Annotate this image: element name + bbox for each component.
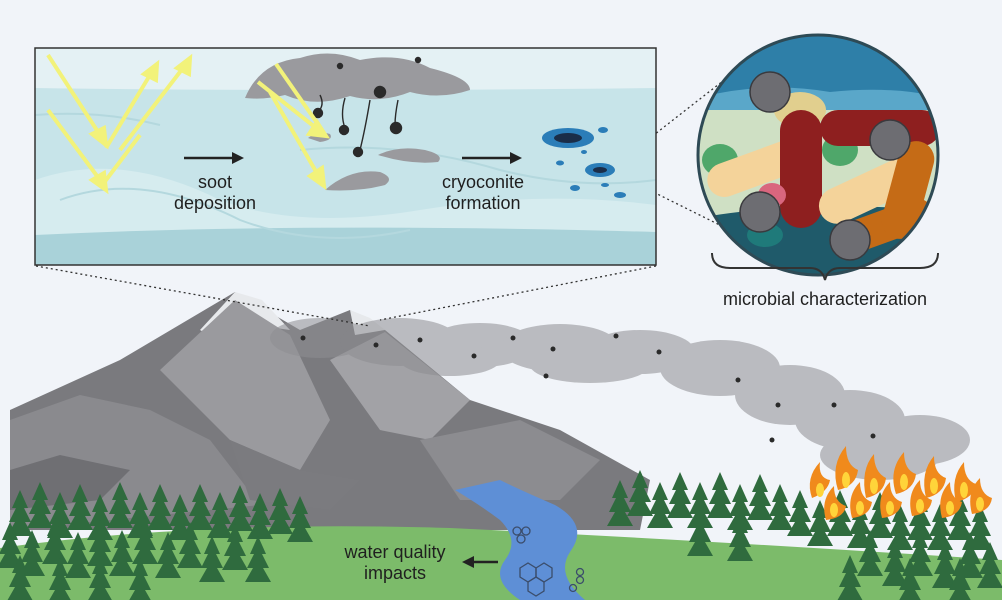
- soot-particles: [300, 333, 876, 443]
- microbial-characterization-label: microbial characterization: [722, 289, 928, 309]
- cryo-label-line2: formation: [445, 193, 521, 213]
- falling-soot: [312, 56, 422, 158]
- cryo-label-line1: cryoconite: [441, 172, 525, 192]
- cryoconite-formation-label: cryoconite formation: [418, 172, 548, 214]
- water-label-line2: impacts: [363, 563, 426, 583]
- mountains: [10, 292, 650, 530]
- water-quality-arrow: [462, 556, 498, 568]
- brace: [711, 252, 939, 281]
- connector-lines: [35, 69, 771, 327]
- water-label-line1: water quality: [344, 542, 446, 562]
- process-arrows: [184, 152, 522, 164]
- soot-deposition-label: soot deposition: [160, 172, 270, 214]
- soot-label-line2: deposition: [173, 193, 257, 213]
- fire: [809, 446, 992, 520]
- water-quality-label: water quality impacts: [330, 542, 460, 584]
- pah-molecule: [512, 526, 585, 597]
- smoke-plume: [270, 318, 970, 480]
- sunlight-arrows: [46, 53, 330, 195]
- cryoconite-holes: [542, 127, 626, 198]
- glacier-inset: [34, 47, 657, 266]
- virus-particles: [739, 71, 911, 261]
- soot-cloud: [245, 53, 470, 102]
- soot-label-line1: soot: [197, 172, 233, 192]
